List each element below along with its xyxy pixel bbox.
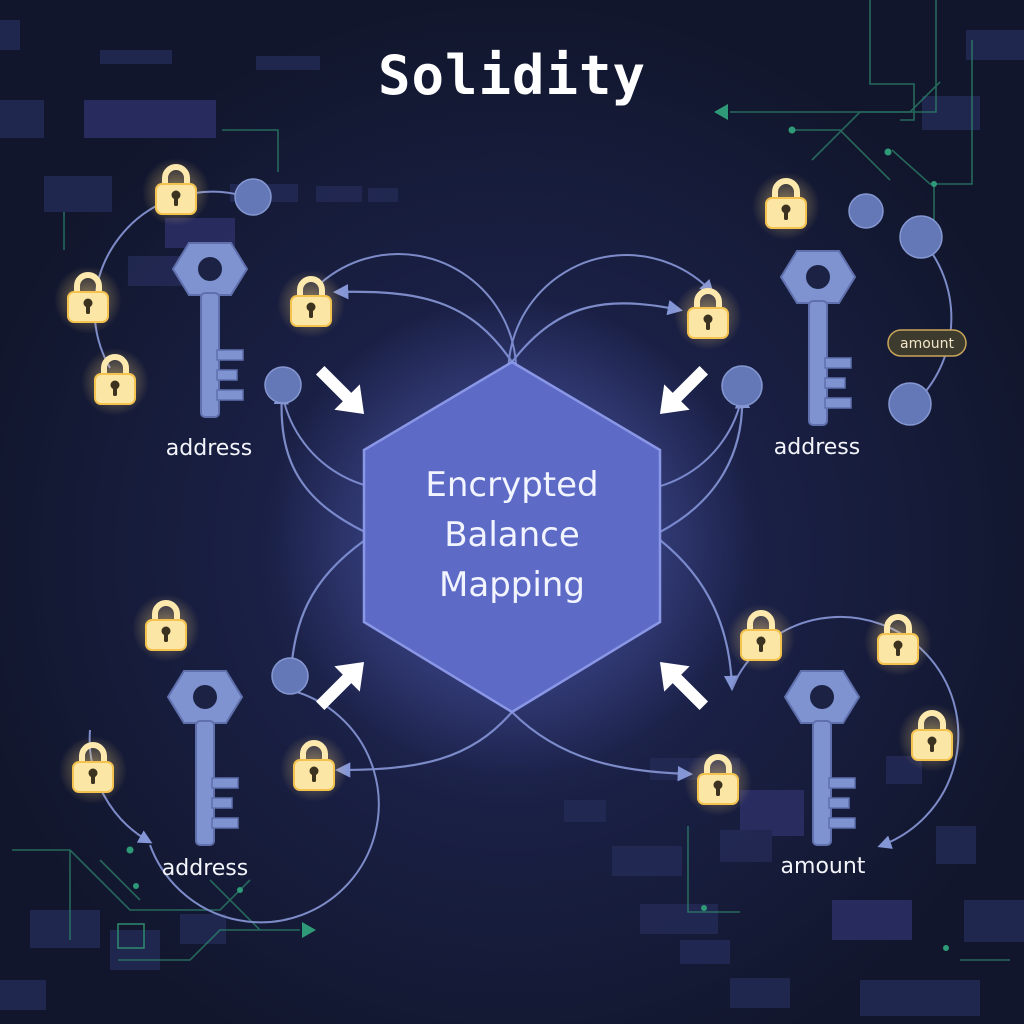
padlock-icon (674, 282, 742, 350)
hub-label-line-2: Balance (444, 515, 580, 555)
padlock-icon (132, 594, 200, 662)
padlock-icon (280, 734, 348, 802)
padlock-icon (81, 348, 149, 416)
encrypted-balance-mapping-hexagon (362, 360, 662, 714)
padlock-icon (277, 270, 345, 338)
amount-tag: amount (887, 329, 967, 357)
node-dots (234, 178, 943, 695)
padlock-icon (752, 172, 820, 240)
arrow-icon (659, 661, 709, 711)
circuit-arrow-icons (302, 104, 728, 938)
padlock-icon (684, 748, 752, 816)
cluster-label-bottom-left: address (162, 856, 248, 881)
arrow-icon (659, 365, 709, 415)
padlock-icon (864, 608, 932, 676)
arrow-icon (315, 365, 365, 415)
circuit-traces (12, 0, 1010, 961)
arrow-icon (315, 661, 365, 711)
page-title: Solidity (378, 44, 646, 107)
hub-label-line-1: Encrypted (425, 465, 598, 505)
cluster-ring-arc (919, 239, 953, 399)
arrow-icons (315, 365, 709, 711)
background-blocks (0, 20, 1024, 1016)
cluster-label-bottom-right: amount (781, 854, 866, 879)
cluster-label-top-right: address (774, 435, 860, 460)
padlock-icon (142, 158, 210, 226)
padlock-icon (727, 604, 795, 672)
cluster-label-top-left: address (166, 436, 252, 461)
hub-label-line-3: Mapping (439, 565, 585, 605)
padlock-icon (898, 704, 966, 772)
padlock-icon (54, 266, 122, 334)
amount-tag-label: amount (900, 336, 955, 352)
padlock-icon (59, 736, 127, 804)
circuit-chip (117, 923, 145, 949)
circuit-nodes (126, 126, 949, 951)
